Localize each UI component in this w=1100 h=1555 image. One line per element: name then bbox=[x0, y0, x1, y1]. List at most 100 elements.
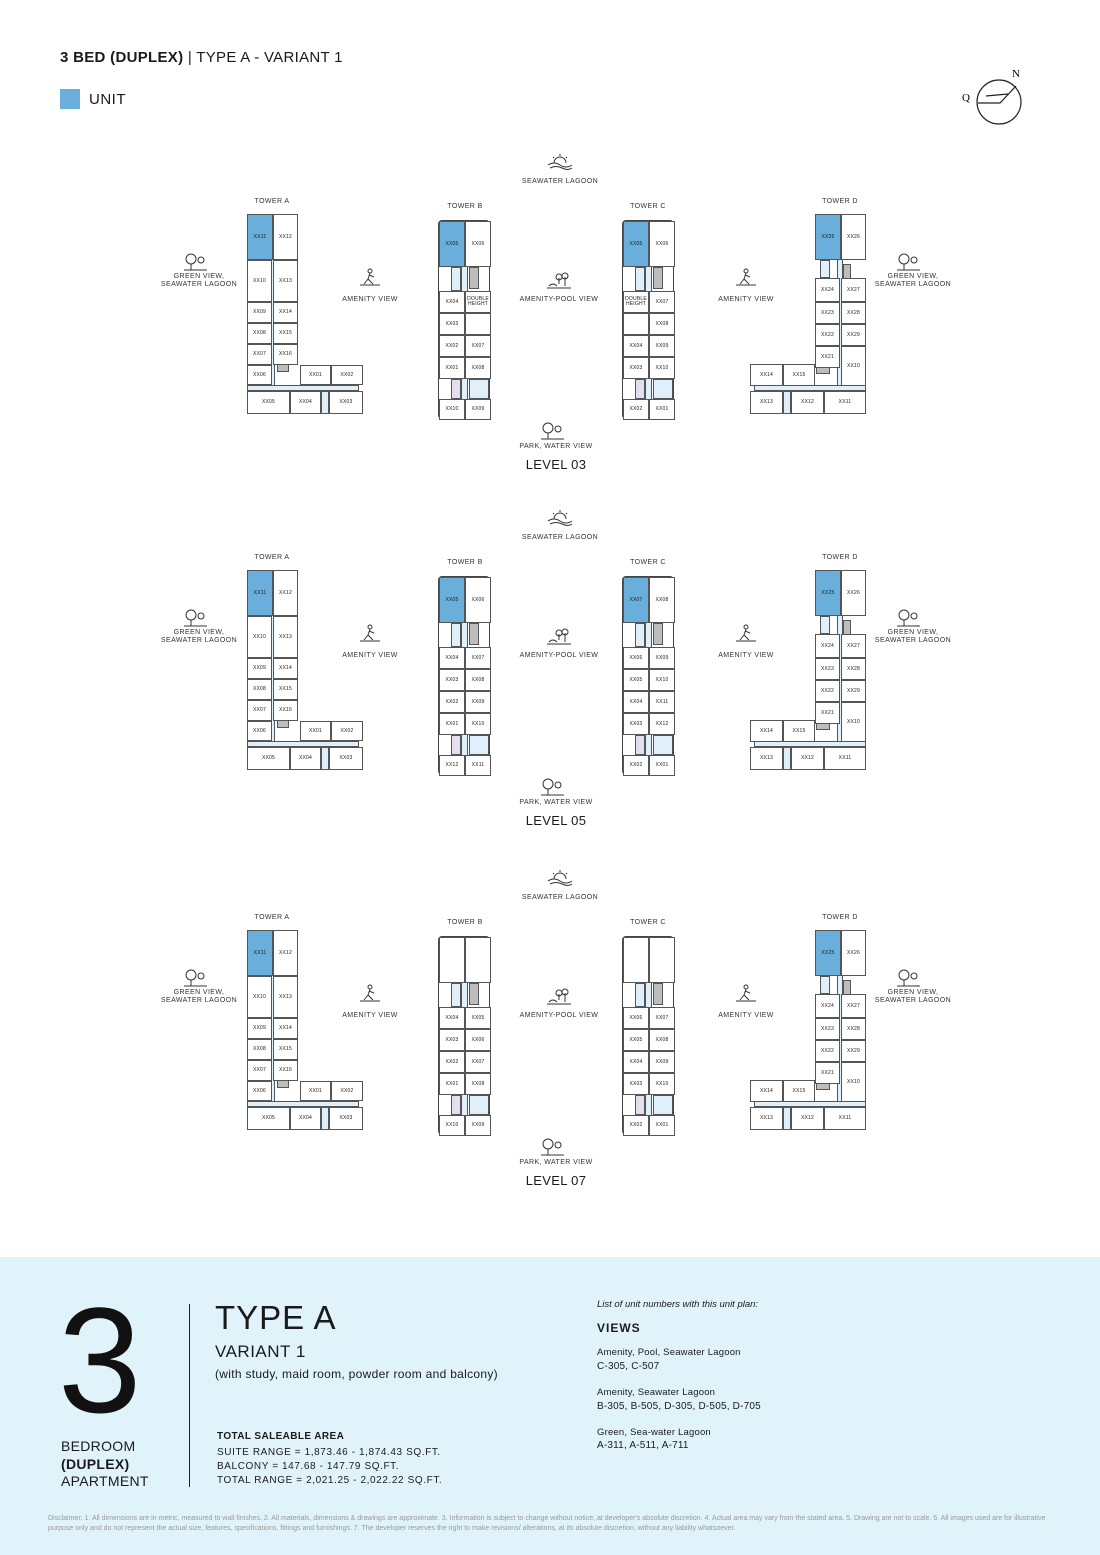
unit-xx10[interactable]: XX10 bbox=[841, 702, 866, 742]
unit-xx11[interactable]: XX11 bbox=[824, 747, 866, 770]
unit-xx10[interactable]: XX10 bbox=[465, 713, 491, 735]
unit-xx24[interactable]: XX24 bbox=[815, 994, 840, 1018]
unit-xx10[interactable]: XX10 bbox=[841, 346, 866, 386]
unit-xx02[interactable]: XX02 bbox=[331, 365, 363, 385]
unit-xx03[interactable]: XX03 bbox=[329, 747, 363, 770]
unit-xx04[interactable]: XX04 bbox=[623, 691, 649, 713]
unit-xx07[interactable]: XX07 bbox=[649, 291, 675, 313]
unit-xx05[interactable]: XX05 bbox=[623, 1029, 649, 1051]
unit-xx13[interactable]: XX13 bbox=[273, 616, 298, 658]
unit-xx06[interactable]: XX06 bbox=[623, 647, 649, 669]
unit-xx10[interactable]: XX10 bbox=[649, 1073, 675, 1095]
unit-xx23[interactable]: XX23 bbox=[815, 302, 840, 324]
unit-xx01[interactable]: XX01 bbox=[300, 365, 331, 385]
unit-xx01[interactable]: XX01 bbox=[300, 1081, 331, 1101]
unit-xx11[interactable]: XX11 bbox=[247, 214, 273, 260]
unit-xx05[interactable]: XX05 bbox=[623, 221, 649, 267]
unit-xx14[interactable]: XX14 bbox=[273, 658, 298, 679]
unit-xx07[interactable]: XX07 bbox=[465, 335, 491, 357]
unit-xx14[interactable]: XX14 bbox=[750, 720, 783, 742]
unit-xx12[interactable]: XX12 bbox=[273, 570, 298, 616]
unit-xx13[interactable]: XX13 bbox=[273, 260, 298, 302]
unit-xx15[interactable]: XX15 bbox=[783, 1080, 815, 1102]
unit-xx07[interactable]: XX07 bbox=[247, 700, 272, 721]
unit-xx14[interactable]: XX14 bbox=[750, 364, 783, 386]
unit-xx05[interactable]: XX05 bbox=[439, 577, 465, 623]
unit-xx09[interactable]: XX09 bbox=[465, 399, 491, 420]
unit-xx03[interactable]: XX03 bbox=[623, 713, 649, 735]
unit-xx09[interactable]: XX09 bbox=[247, 302, 272, 323]
unit-xx06[interactable]: XX06 bbox=[623, 1007, 649, 1029]
unit-xx22[interactable]: XX22 bbox=[815, 324, 840, 346]
unit-double-height[interactable]: DOUBLE HEIGHT bbox=[465, 291, 491, 313]
unit-xx13[interactable]: XX13 bbox=[750, 391, 783, 414]
unit-xx02[interactable]: XX02 bbox=[623, 399, 649, 420]
unit-xx10[interactable]: XX10 bbox=[247, 976, 272, 1018]
unit-xx13[interactable]: XX13 bbox=[273, 976, 298, 1018]
unit-xx01[interactable]: XX01 bbox=[439, 1073, 465, 1095]
unit-xx06[interactable]: XX06 bbox=[649, 221, 675, 267]
unit-xx29[interactable]: XX29 bbox=[841, 1040, 866, 1062]
unit-xx23[interactable]: XX23 bbox=[815, 658, 840, 680]
unit-xx05[interactable]: XX05 bbox=[439, 221, 465, 267]
unit-xx14[interactable]: XX14 bbox=[750, 1080, 783, 1102]
unit-xx12[interactable]: XX12 bbox=[439, 755, 465, 776]
unit-xx16[interactable]: XX16 bbox=[273, 1060, 298, 1081]
unit-xx02[interactable]: XX02 bbox=[623, 755, 649, 776]
unit-xx11[interactable]: XX11 bbox=[465, 755, 491, 776]
unit-xx06[interactable]: XX06 bbox=[465, 577, 491, 623]
unit-double-height[interactable]: DOUBLE HEIGHT bbox=[623, 291, 649, 313]
unit-xx07[interactable]: XX07 bbox=[623, 577, 649, 623]
unit-xx11[interactable]: XX11 bbox=[824, 391, 866, 414]
unit-xx15[interactable]: XX15 bbox=[273, 323, 298, 344]
unit-xx24[interactable]: XX24 bbox=[815, 634, 840, 658]
unit-xx08[interactable]: XX08 bbox=[465, 357, 491, 379]
unit-xx11[interactable]: XX11 bbox=[247, 930, 273, 976]
unit-xx01[interactable]: XX01 bbox=[439, 713, 465, 735]
unit-xx04[interactable]: XX04 bbox=[439, 291, 465, 313]
unit-xx02[interactable]: XX02 bbox=[331, 721, 363, 741]
unit-blank[interactable] bbox=[623, 937, 649, 983]
unit-xx03[interactable]: XX03 bbox=[623, 357, 649, 379]
unit-xx04[interactable]: XX04 bbox=[623, 335, 649, 357]
unit-xx21[interactable]: XX21 bbox=[815, 346, 840, 368]
unit-xx07[interactable]: XX07 bbox=[465, 647, 491, 669]
unit-xx10[interactable]: XX10 bbox=[439, 1115, 465, 1136]
unit-xx05[interactable]: XX05 bbox=[465, 1007, 491, 1029]
unit-xx13[interactable]: XX13 bbox=[750, 1107, 783, 1130]
unit-xx08[interactable]: XX08 bbox=[649, 1029, 675, 1051]
unit-xx10[interactable]: XX10 bbox=[649, 669, 675, 691]
unit-xx04[interactable]: XX04 bbox=[439, 1007, 465, 1029]
unit-xx04[interactable]: XX04 bbox=[623, 1051, 649, 1073]
unit-xx25[interactable]: XX25 bbox=[815, 570, 841, 616]
unit-xx27[interactable]: XX27 bbox=[841, 994, 866, 1018]
unit-xx09[interactable]: XX09 bbox=[465, 1115, 491, 1136]
unit-xx29[interactable]: XX29 bbox=[841, 324, 866, 346]
unit-xx05[interactable]: XX05 bbox=[623, 669, 649, 691]
unit-xx21[interactable]: XX21 bbox=[815, 1062, 840, 1084]
unit-blank[interactable] bbox=[439, 937, 465, 983]
unit-xx10[interactable]: XX10 bbox=[247, 260, 272, 302]
unit-xx12[interactable]: XX12 bbox=[791, 391, 824, 414]
unit-blank[interactable] bbox=[465, 313, 491, 335]
unit-xx01[interactable]: XX01 bbox=[649, 1115, 675, 1136]
unit-xx09[interactable]: XX09 bbox=[649, 647, 675, 669]
unit-xx22[interactable]: XX22 bbox=[815, 1040, 840, 1062]
unit-xx01[interactable]: XX01 bbox=[649, 755, 675, 776]
unit-xx12[interactable]: XX12 bbox=[273, 214, 298, 260]
unit-blank[interactable] bbox=[465, 937, 491, 983]
unit-xx04[interactable]: XX04 bbox=[290, 1107, 321, 1130]
unit-xx08[interactable]: XX08 bbox=[649, 577, 675, 623]
unit-xx21[interactable]: XX21 bbox=[815, 702, 840, 724]
unit-xx02[interactable]: XX02 bbox=[439, 335, 465, 357]
unit-xx28[interactable]: XX28 bbox=[841, 1018, 866, 1040]
unit-blank[interactable] bbox=[623, 313, 649, 335]
unit-xx09[interactable]: XX09 bbox=[465, 691, 491, 713]
unit-xx16[interactable]: XX16 bbox=[273, 700, 298, 721]
unit-xx07[interactable]: XX07 bbox=[649, 1007, 675, 1029]
unit-xx12[interactable]: XX12 bbox=[649, 713, 675, 735]
unit-xx09[interactable]: XX09 bbox=[649, 335, 675, 357]
unit-xx04[interactable]: XX04 bbox=[439, 647, 465, 669]
unit-xx08[interactable]: XX08 bbox=[649, 313, 675, 335]
unit-xx08[interactable]: XX08 bbox=[465, 669, 491, 691]
